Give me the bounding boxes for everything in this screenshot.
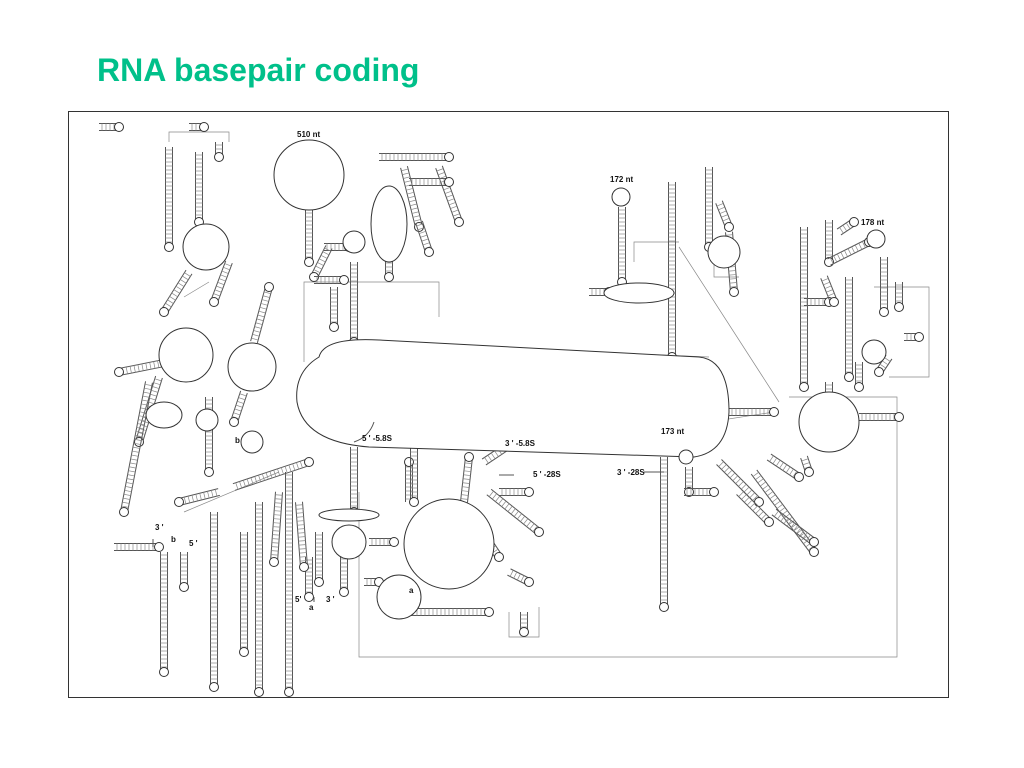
label-b-lower: b	[171, 535, 176, 544]
loops	[145, 139, 887, 620]
loop-172nt-cap	[611, 187, 631, 207]
rna-secondary-structure-figure: 510 nt 172 nt 178 nt 173 nt b b 3 ' 5 ' …	[68, 111, 949, 698]
loop-left-mid	[158, 327, 214, 383]
label-a-left: a	[309, 603, 314, 612]
label-3prime-28S: 3 ' -28S	[617, 468, 645, 477]
label-5prime-a: 5'	[295, 595, 301, 604]
label-172nt: 172 nt	[610, 175, 633, 184]
slide-title: RNA basepair coding	[97, 52, 420, 88]
loop-bottom-small	[376, 574, 422, 620]
label-5prime-28S: 5 ' -28S	[533, 470, 561, 479]
loop-left-top	[182, 223, 230, 271]
loop-right-upper	[707, 235, 741, 269]
diagram-labels: 510 nt 172 nt 178 nt 173 nt b b 3 ' 5 ' …	[155, 130, 884, 612]
label-510nt: 510 nt	[297, 130, 320, 139]
loop-elongated-c	[318, 508, 380, 522]
loop-bottom-center	[403, 498, 495, 590]
loop-elongated-d	[145, 401, 183, 429]
label-3prime-lower: 3 '	[155, 523, 164, 532]
loop-center-small	[342, 230, 366, 254]
loop-left-right	[227, 342, 277, 392]
loop-lower-left	[331, 524, 367, 560]
loop-510nt	[273, 139, 345, 211]
label-b-left: b	[235, 436, 240, 445]
loop-178nt-cap	[866, 229, 886, 249]
label-178nt: 178 nt	[861, 218, 884, 227]
rna-structure-diagram: 510 nt 172 nt 178 nt 173 nt b b 3 ' 5 ' …	[99, 122, 930, 697]
label-5prime-lower: 5 '	[189, 539, 198, 548]
loop-b-small	[240, 430, 264, 454]
label-5prime-5.8S: 5 ' -5.8S	[362, 434, 393, 443]
loop-elongated-b	[603, 282, 675, 304]
central-multibranch-loop	[296, 339, 730, 458]
loop-173nt-cap	[678, 449, 694, 465]
loop-elongated-a	[370, 185, 408, 263]
strand-end-markers	[152, 421, 664, 602]
loop-left-side	[195, 408, 219, 432]
label-a-center: a	[409, 586, 414, 595]
label-173nt: 173 nt	[661, 427, 684, 436]
label-3prime-5.8S: 3 ' -5.8S	[505, 439, 536, 448]
label-3prime-a: 3 '	[326, 595, 335, 604]
loop-right-junction	[798, 391, 860, 453]
loop-right-inner	[861, 339, 887, 365]
